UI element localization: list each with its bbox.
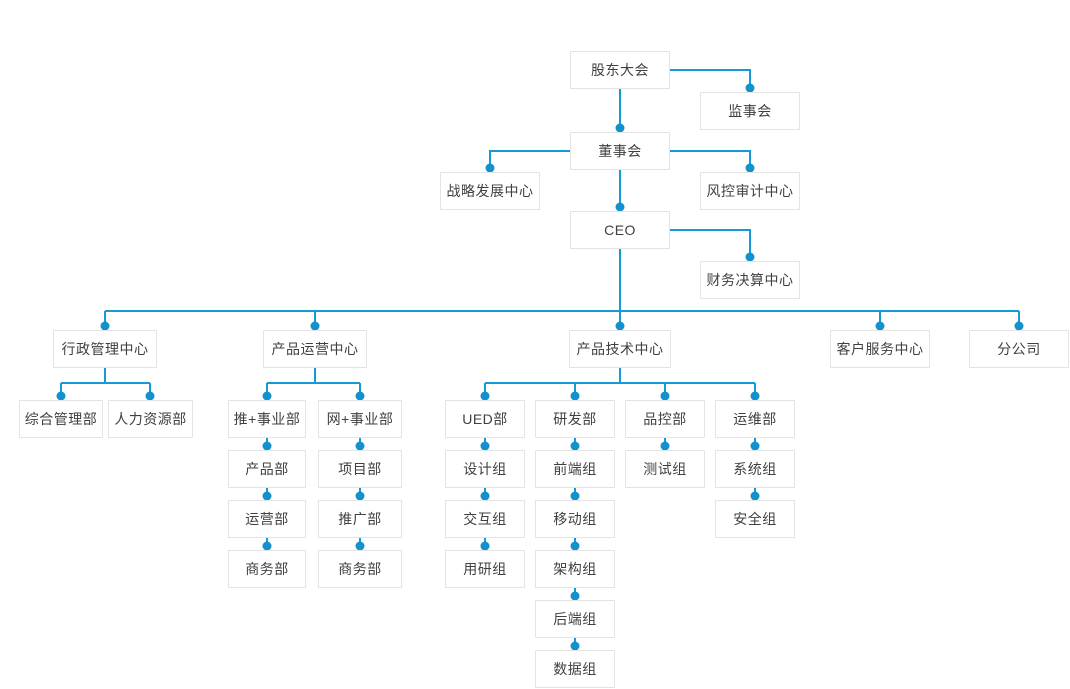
connector-dot: [480, 441, 490, 451]
connector-dot: [480, 491, 490, 501]
node-branch-company: 分公司: [969, 330, 1069, 368]
connector-dot: [355, 491, 365, 501]
node-mobile-team: 移动组: [535, 500, 615, 538]
node-shareholders-meeting: 股东大会: [570, 51, 670, 89]
node-data-team: 数据组: [535, 650, 615, 688]
node-architecture-team: 架构组: [535, 550, 615, 588]
node-operation-dept: 运营部: [228, 500, 306, 538]
node-product-operation-center: 产品运营中心: [263, 330, 367, 368]
node-general-management-dept: 综合管理部: [19, 400, 103, 438]
connector-dot: [570, 541, 580, 551]
connector-dot: [262, 491, 272, 501]
connector-dot: [750, 491, 760, 501]
connector-dot: [570, 641, 580, 651]
connector-dot: [745, 163, 755, 173]
node-business-dept-2: 商务部: [318, 550, 402, 588]
connector-dot: [485, 163, 495, 173]
connector-dot: [262, 391, 272, 401]
node-board-of-directors: 董事会: [570, 132, 670, 170]
node-design-team: 设计组: [445, 450, 525, 488]
node-promotion-dept: 推广部: [318, 500, 402, 538]
node-user-research-team: 用研组: [445, 550, 525, 588]
connector-dot: [570, 491, 580, 501]
connector-dot: [355, 441, 365, 451]
node-interaction-team: 交互组: [445, 500, 525, 538]
node-ceo: CEO: [570, 211, 670, 249]
node-admin-management-center: 行政管理中心: [53, 330, 157, 368]
connector-dot: [480, 391, 490, 401]
connector-dot: [660, 391, 670, 401]
node-product-dept: 产品部: [228, 450, 306, 488]
node-frontend-team: 前端组: [535, 450, 615, 488]
connector-dot: [570, 391, 580, 401]
connector-dot: [56, 391, 66, 401]
node-rd-dept: 研发部: [535, 400, 615, 438]
connector-dot: [615, 321, 625, 331]
node-tui-business-unit: 推+事业部: [228, 400, 306, 438]
node-strategy-development-center: 战略发展中心: [440, 172, 540, 210]
connector-dot: [615, 123, 625, 133]
node-customer-service-center: 客户服务中心: [830, 330, 930, 368]
node-financial-settlement-center: 财务决算中心: [700, 261, 800, 299]
node-ops-maintenance-dept: 运维部: [715, 400, 795, 438]
node-backend-team: 后端组: [535, 600, 615, 638]
node-supervisory-board: 监事会: [700, 92, 800, 130]
node-hr-dept: 人力资源部: [108, 400, 193, 438]
connector-dot: [750, 391, 760, 401]
connector-dot: [355, 541, 365, 551]
node-system-team: 系统组: [715, 450, 795, 488]
connector-dot: [570, 441, 580, 451]
node-project-dept: 项目部: [318, 450, 402, 488]
connector-dot: [875, 321, 885, 331]
node-security-team: 安全组: [715, 500, 795, 538]
connector-dot: [570, 591, 580, 601]
connector-dot: [355, 391, 365, 401]
connector-dot: [262, 441, 272, 451]
connector-dot: [660, 441, 670, 451]
connector-dot: [615, 202, 625, 212]
node-quality-control-dept: 品控部: [625, 400, 705, 438]
connector-dot: [100, 321, 110, 331]
connector-dot: [1014, 321, 1024, 331]
connector-dot: [145, 391, 155, 401]
node-product-technology-center: 产品技术中心: [569, 330, 671, 368]
node-testing-team: 测试组: [625, 450, 705, 488]
connector-dot: [480, 541, 490, 551]
connector-dot: [310, 321, 320, 331]
connector-dot: [750, 441, 760, 451]
node-wang-business-unit: 网+事业部: [318, 400, 402, 438]
connector-dot: [745, 83, 755, 93]
node-business-dept-1: 商务部: [228, 550, 306, 588]
connector-dot: [745, 252, 755, 262]
node-ued-dept: UED部: [445, 400, 525, 438]
node-risk-audit-center: 风控审计中心: [700, 172, 800, 210]
connector-dot: [262, 541, 272, 551]
